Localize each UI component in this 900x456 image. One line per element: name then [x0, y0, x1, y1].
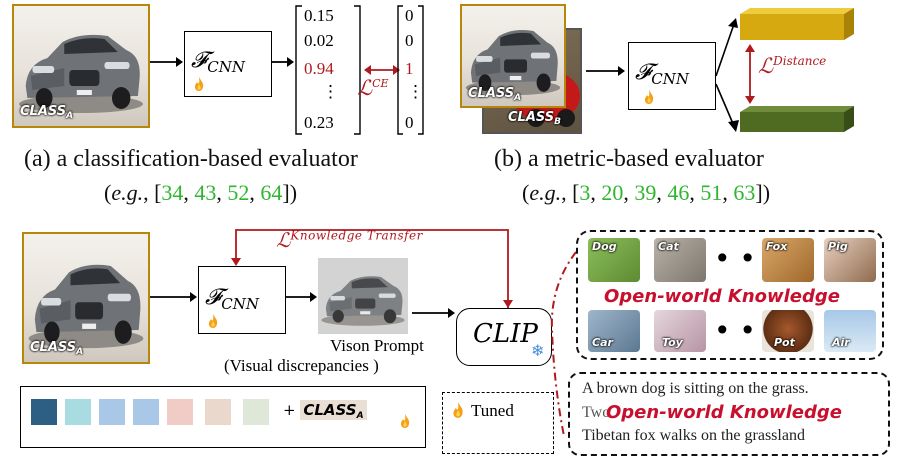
panel-c-arrow-1 [150, 292, 197, 302]
legend-box: Tuned [442, 392, 554, 454]
gt-value-3: 1 [405, 59, 414, 78]
thumb-car: Car [588, 310, 640, 352]
open-world-text-box: A brown dog is sitting on the grass. Two… [568, 372, 890, 456]
panel-a-arrow-1 [150, 57, 183, 67]
panel-c-knowledge-transfer-loop [231, 229, 513, 308]
tuned-flame-icon [194, 77, 204, 91]
clip-box: CLIP ❄ [456, 308, 552, 366]
legend-tuned-label: Tuned [471, 401, 514, 420]
open-world-knowledge-title: Open-world Knowledge [604, 286, 840, 307]
clip-label: CLIP [473, 319, 538, 349]
prompt-token-6 [205, 399, 231, 425]
panel-b-distance-loss: ℒDistance [758, 54, 827, 78]
text-knowledge-line-3: Tibetan fox walks on the grassland [582, 427, 805, 444]
panel-b-fcnn-label: 𝓕CNN [635, 60, 689, 88]
panel-b-class-a-image: CLASSA [460, 4, 566, 108]
pred-value-2: 0.02 [304, 31, 334, 50]
vision-prompt-image [318, 258, 408, 334]
panel-b-caption: (b) a metric-based evaluator [494, 146, 764, 172]
panel-c-class-label: CLASSA [30, 340, 84, 357]
prompt-class-token: + CLASSA [283, 400, 367, 421]
thumb-dog: Dog [588, 238, 640, 282]
panel-a-fcnn-box: 𝓕CNN [184, 31, 272, 97]
panel-a-references: (e.g., [34, 43, 52, 64]) [104, 180, 298, 205]
panel-b-class-a-label: CLASSA [468, 86, 522, 103]
vision-prompt-label: Vison Prompt [330, 336, 424, 355]
panel-c-arrow-3 [412, 308, 455, 318]
gt-value-5: 0 [405, 113, 414, 132]
panel-c-fcnn-label: 𝓕CNN [205, 285, 259, 313]
panel-a-pred-vector-brackets [295, 5, 361, 135]
pred-value-3: 0.94 [304, 59, 334, 78]
panel-b-arrow-1 [586, 66, 625, 76]
prompt-token-3 [99, 399, 125, 425]
thumb-airplane: Air [824, 310, 876, 352]
pred-value-4: ⋮ [322, 82, 339, 101]
panel-b-class-b-label: CLASSB [508, 110, 562, 127]
open-world-image-box: Dog Cat • • • Fox Pig Open-world Knowled… [576, 230, 884, 360]
panel-a-car-image: CLASSA [12, 4, 150, 128]
prompt-token-2 [65, 399, 91, 425]
panel-b-references: (e.g., [3, 20, 39, 46, 51, 63]) [522, 180, 771, 205]
panel-c-knowledge-transfer-loss: ℒKnowledge Transfer [276, 228, 423, 252]
panel-a-arrow-2 [272, 57, 294, 67]
panel-a-gt-vector-brackets [397, 5, 424, 135]
panel-a-class-label: CLASSA [20, 104, 74, 121]
thumb-toy: Toy [654, 310, 706, 352]
thumb-pot: Pot [762, 310, 814, 352]
frozen-snowflake-icon: ❄ [531, 341, 545, 360]
thumb-cat: Cat [654, 238, 706, 282]
tuned-flame-icon [208, 314, 218, 328]
tuned-flame-icon [400, 414, 410, 428]
prompt-token-7 [243, 399, 269, 425]
panel-a-ce-arrow [364, 65, 400, 75]
text-knowledge-line-1: A brown dog is sitting on the grass. [582, 380, 809, 397]
panel-c-arrow-2 [286, 292, 317, 302]
pred-value-5: 0.23 [304, 113, 334, 132]
pred-value-1: 0.15 [304, 6, 334, 25]
thumb-pig: Pig [824, 238, 876, 282]
prompt-token-1 [31, 399, 57, 425]
panel-b-fcnn-box: 𝓕CNN [628, 42, 716, 110]
panel-b-branch-arrows [715, 8, 854, 132]
gt-value-4: ⋮ [407, 82, 424, 101]
text-prompt-box: + CLASSA [20, 386, 426, 448]
gt-value-1: 0 [405, 6, 414, 25]
panel-c-fcnn-box: 𝓕CNN [198, 266, 286, 334]
open-world-knowledge-text-title: Open-world Knowledge [606, 402, 842, 423]
prompt-token-5 [167, 399, 193, 425]
legend-flame-icon [453, 402, 463, 418]
panel-a-fcnn-label: 𝓕CNN [191, 48, 245, 76]
text-knowledge-line-2: Two [582, 404, 611, 421]
tuned-flame-icon [644, 90, 654, 104]
gt-value-2: 0 [405, 31, 414, 50]
panel-c-car-image: CLASSA [22, 232, 150, 364]
panel-a-ce-loss: ℒCE [357, 76, 389, 100]
masked-car-picture [321, 276, 405, 326]
visual-discrepancies-label: (Visual discrepancies ) [224, 356, 379, 375]
panel-a-caption: (a) a classification-based evaluator [24, 146, 358, 172]
thumb-fox: Fox [762, 238, 814, 282]
prompt-token-4 [133, 399, 159, 425]
